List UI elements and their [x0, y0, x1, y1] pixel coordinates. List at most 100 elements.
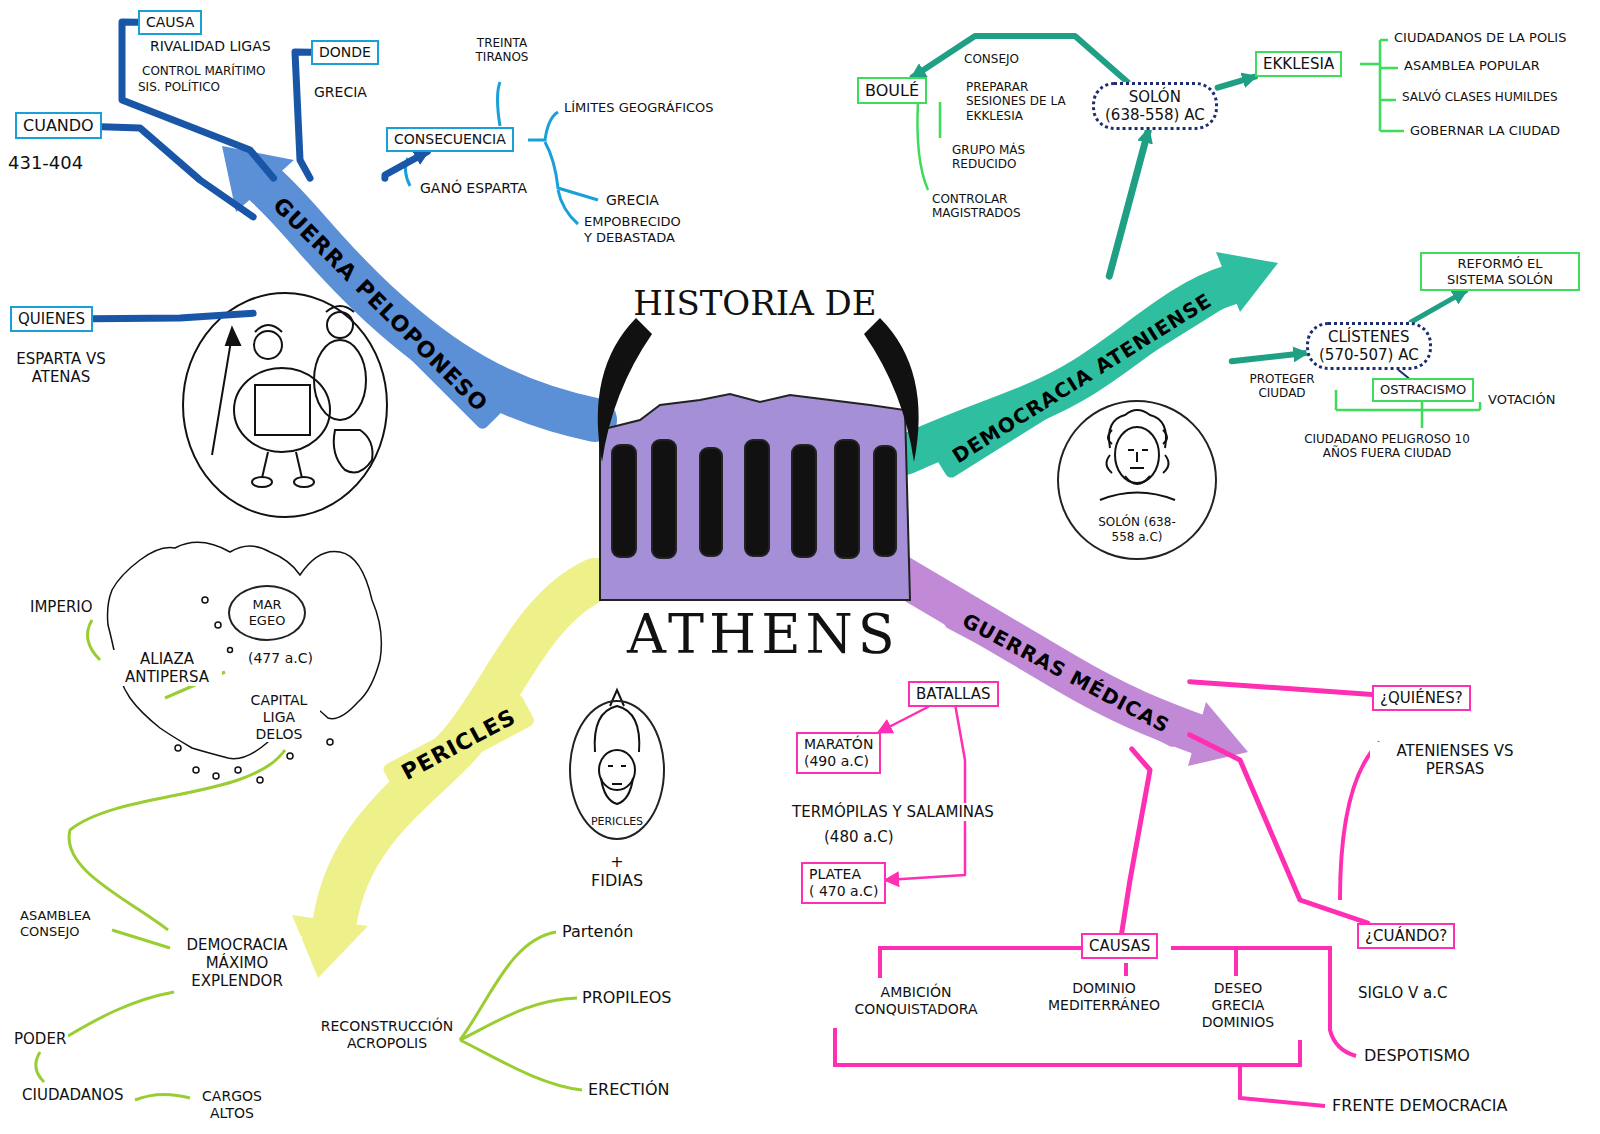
solon-portrait: [1106, 430, 1168, 473]
note-label: GANÓ ESPARTA: [418, 180, 529, 197]
branch-band: DEMOCRACIA ATENIENSE: [932, 276, 1232, 480]
note-label: RIVALIDAD LIGAS: [148, 38, 273, 55]
node-text: ¿QUIÉNES?: [1380, 689, 1463, 707]
pink-brackets: [1124, 963, 1128, 976]
node-text: BATALLAS: [916, 685, 991, 703]
connector: [1411, 291, 1465, 322]
solon-portrait: [1128, 450, 1148, 468]
note-label: GRECIA: [312, 84, 369, 101]
connector: [1399, 370, 1409, 378]
soldiers-drawing: [296, 452, 302, 478]
note-label: (480 a.C): [822, 828, 896, 846]
note-label: ALIAZA ANTIPERSA: [112, 650, 222, 686]
note-label: SIGLO V a.C: [1356, 984, 1449, 1002]
branch-band: GUERRAS MÉDICAS: [942, 597, 1189, 749]
node-text: DEMOCRACIA ATENIENSE: [948, 288, 1216, 468]
temple: [874, 446, 896, 556]
battle-box: PLATEA( 470 a.C): [801, 862, 886, 904]
solon-portrait: [1100, 410, 1175, 500]
soldiers-drawing: [183, 293, 387, 517]
pink-arrowhead: [1188, 702, 1248, 766]
person-cloud: CLÍSTENES(570-507) AC: [1306, 322, 1432, 370]
note-label: ATENIENSES VS PERSAS: [1370, 742, 1540, 778]
node-text: SOLÓN: [1105, 88, 1205, 106]
topic-box: BOULÉ: [857, 77, 927, 104]
note-label: DESPOTISMO: [1362, 1046, 1472, 1065]
node-text: CUANDO: [23, 116, 94, 135]
note-label: DOMINIO MEDITERRÁNEO: [1028, 980, 1180, 1014]
aegean-map: [202, 597, 208, 603]
soldiers-drawing: [314, 340, 366, 420]
note-label: CARGOS ALTOS: [196, 1088, 268, 1122]
note-label: PROTEGER CIUDAD: [1236, 372, 1328, 401]
soldiers-drawing: [262, 452, 268, 478]
node-text: ¿CUÁNDO?: [1365, 927, 1447, 945]
pink-brackets: [835, 742, 1380, 1106]
pericles-leader-lines: [460, 932, 556, 1040]
note-label: VOTACIÓN: [1486, 392, 1557, 408]
note-label: ASAMBLEA POPULAR: [1402, 58, 1542, 74]
connector: [93, 313, 253, 318]
note-label: PODER: [12, 1030, 68, 1048]
temple: [652, 440, 676, 558]
pericles-leader-lines: [36, 750, 582, 1100]
pericles-portrait: [608, 766, 626, 784]
connector: [879, 707, 928, 732]
blue-brackets: [558, 190, 578, 224]
note-label: Partenón: [560, 922, 636, 941]
note-label: CONTROLAR MAGISTRADOS: [930, 192, 1048, 221]
node-text: SOLÓN (638- 558 a.C): [1087, 515, 1187, 544]
connector: [1218, 77, 1255, 88]
aegean-map: [108, 542, 382, 783]
note-label: SIS. POLÍTICO: [136, 80, 222, 94]
connector: [1232, 353, 1306, 361]
solon-portrait: [1125, 476, 1150, 484]
node-text: MAR EGEO: [237, 597, 297, 628]
note-label: IMPERIO: [28, 598, 95, 616]
yellow-band: [335, 580, 595, 920]
pericles-leader-lines: [68, 992, 174, 1036]
aegean-map: [257, 777, 263, 783]
note-label: GOBERNAR LA CIUDAD: [1408, 123, 1562, 139]
node-text: REFORMÓ EL SISTEMA SOLÓN: [1428, 256, 1572, 287]
connector: [102, 127, 253, 217]
portrait-circle: SOLÓN (638- 558 a.C): [1057, 400, 1217, 560]
soldiers-drawing: [183, 293, 387, 517]
note-label: GRECIA: [604, 192, 661, 209]
note-label: FRENTE DEMOCRACIA: [1330, 1096, 1509, 1115]
connector: [913, 36, 1128, 82]
soldiers-drawing: [234, 368, 330, 452]
horns: [598, 318, 652, 462]
note-label: TERMÓPILAS Y SALAMINAS: [790, 803, 996, 821]
topic-box: EKKLESIA: [1255, 51, 1342, 77]
solon-portrait: [1109, 410, 1166, 448]
green-brackets: [1360, 40, 1404, 131]
soldiers-drawing: [294, 477, 314, 487]
temple: [600, 394, 910, 600]
solon-portrait: [1100, 493, 1175, 501]
temple: [745, 440, 769, 556]
temple: [612, 445, 636, 557]
pericles-leader-lines: [460, 998, 577, 1040]
note-label: GRUPO MÁS REDUCIDO: [950, 143, 1042, 172]
note-label: LÍMITES GEOGRÁFICOS: [562, 100, 716, 116]
horns: [864, 318, 919, 462]
pericles-leader-lines: [69, 750, 285, 930]
horns: [598, 318, 919, 462]
aegean-map: [228, 648, 233, 653]
aegean-map: [193, 767, 199, 773]
note-label: (477 a.C): [246, 650, 315, 667]
blue-brackets: [498, 82, 501, 126]
connector: [886, 707, 965, 880]
topic-box: QUIENES: [10, 306, 93, 332]
topic-box: ¿QUIÉNES?: [1372, 685, 1471, 711]
green-brackets: [917, 102, 928, 190]
topic-box: DONDE: [311, 40, 379, 65]
note-label: AMBICIÓN CONQUISTADORA: [836, 984, 996, 1018]
topic-box: OSTRACISMO: [1372, 378, 1474, 402]
aegean-map: [327, 739, 333, 745]
solon-portrait: [1115, 427, 1159, 483]
soldiers-drawing: [334, 430, 373, 472]
node-text: EKKLESIA: [1263, 55, 1334, 73]
